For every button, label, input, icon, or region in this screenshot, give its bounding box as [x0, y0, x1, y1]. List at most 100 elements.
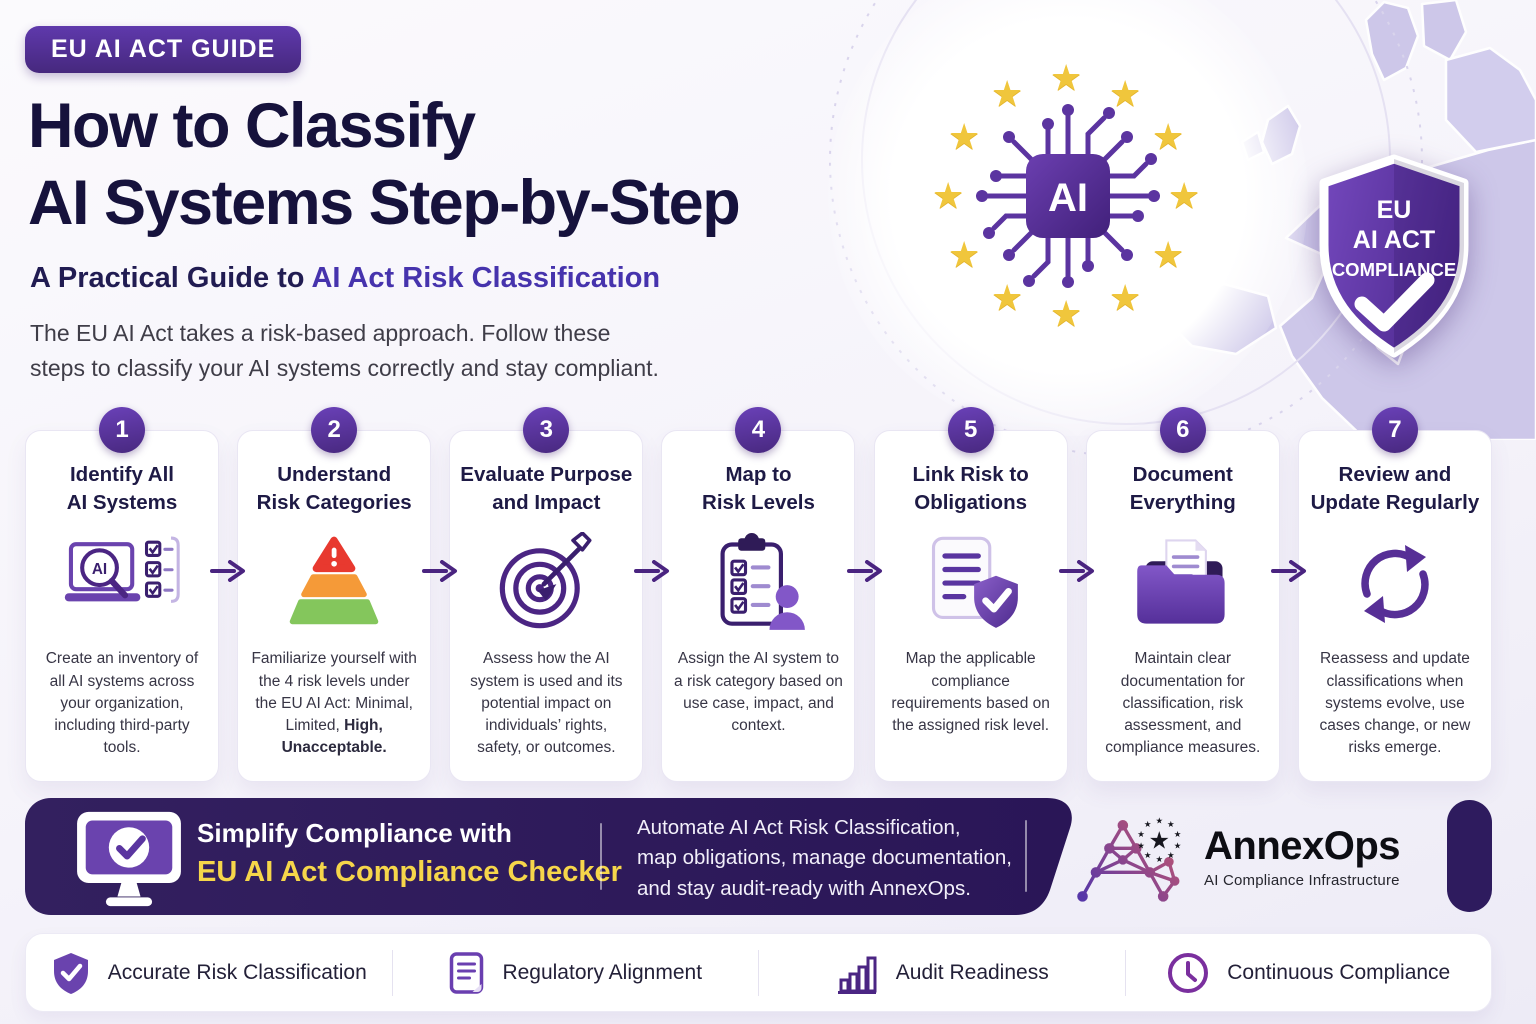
brand-tagline: AI Compliance Infrastructure: [1204, 872, 1400, 889]
clipboard-person-icon: [708, 516, 808, 648]
cta-pitch-line3: and stay audit-ready with AnnexOps.: [637, 876, 971, 900]
guide-badge-label: EU AI ACT GUIDE: [51, 35, 276, 63]
eu-star-icon: ★: [1152, 234, 1185, 275]
shield-line3: COMPLIANCE: [1332, 259, 1456, 280]
shield-line1: EU: [1377, 196, 1412, 224]
features-bar: Accurate Risk Classification Regulatory …: [25, 933, 1492, 1012]
cta-end-pill: [1447, 800, 1492, 912]
eu-star-icon: ★: [1168, 175, 1201, 216]
svg-text:★: ★: [1155, 815, 1163, 825]
cta-pitch-line2: map obligations, manage documentation,: [637, 846, 1012, 870]
feature-label: Continuous Compliance: [1227, 960, 1451, 984]
intro-line1: The EU AI Act takes a risk-based approac…: [30, 320, 611, 346]
title-line2: AI Systems Step-by-Step: [28, 167, 741, 238]
svg-text:★: ★: [1167, 849, 1175, 859]
step-description-text: Create an inventory of all AI systems ac…: [45, 650, 199, 756]
eu-star-icon: ★: [948, 234, 981, 275]
step-number-badge: 5: [947, 407, 994, 453]
feature-divider: [391, 949, 393, 996]
eu-star-icon: ★: [1109, 73, 1142, 114]
eu-star-icon: ★: [1152, 116, 1185, 157]
step-arrow-icon: [422, 560, 457, 582]
step-title-line1: Document: [1132, 463, 1233, 486]
eu-star-icon: ★: [991, 73, 1024, 114]
monitor-check-icon: [77, 811, 181, 907]
brand-name: AnnexOps: [1204, 824, 1401, 868]
brand-text: AnnexOps AI Compliance Infrastructure: [1204, 824, 1401, 889]
step-title-line1: Understand: [277, 463, 392, 486]
cta-divider: [600, 823, 602, 890]
step-description-text: Map the applicable compliance requiremen…: [891, 650, 1050, 734]
laptop-ai-checklist-icon: AI: [64, 516, 180, 648]
subtitle-prefix: A Practical Guide to: [30, 262, 312, 294]
compliance-shield-badge: EU AI ACT COMPLIANCE: [1319, 154, 1469, 358]
step-description: Reassess and update classifications when…: [1299, 648, 1491, 777]
eu-stars-ai-chip-icon: AI: [976, 104, 1160, 288]
chip-label: AI: [1048, 176, 1088, 220]
step-number-badge: 3: [523, 407, 570, 453]
step-number: 6: [1176, 416, 1190, 443]
step-description-bold: High, Unacceptable.: [281, 716, 387, 756]
cta-divider: [1025, 820, 1027, 892]
step-description: Maintain clear documentation for classif…: [1087, 648, 1279, 777]
svg-text:★: ★: [1144, 819, 1152, 829]
cta-banner: Simplify Compliance with EU AI Act Compl…: [25, 798, 1492, 915]
feature-accurate-risk-classification: Accurate Risk Classification: [26, 951, 392, 995]
cta-heading-line: Simplify Compliance with: [197, 818, 512, 848]
svg-text:★: ★: [1137, 828, 1145, 838]
step-arrow-icon: [847, 560, 882, 582]
clock-icon: [1168, 952, 1209, 993]
step-description-text: Assess how the AI system is used and its…: [470, 650, 623, 756]
brand-logo-block: ★★ ★★ ★★ ★★ ★★ ★ AnnexOps AI Compliance …: [1071, 798, 1401, 915]
svg-text:★: ★: [1149, 827, 1171, 854]
step-number: 5: [963, 416, 978, 443]
step-title-line1: Evaluate Purpose: [460, 463, 633, 486]
title-line1: How to Classify: [28, 91, 476, 161]
step-number-badge: 1: [99, 407, 145, 453]
step-description-text: Maintain clear documentation for classif…: [1105, 650, 1261, 756]
svg-text:★: ★: [1155, 853, 1163, 863]
svg-text:★: ★: [1137, 840, 1145, 850]
subtitle: A Practical Guide to AI Act Risk Classif…: [30, 262, 660, 295]
risk-pyramid-icon: [284, 516, 384, 648]
step-number: 7: [1388, 416, 1402, 443]
step-description-text: Reassess and update classifications when…: [1319, 650, 1471, 756]
svg-text:★: ★: [1167, 819, 1175, 829]
feature-label: Accurate Risk Classification: [107, 960, 367, 984]
step-description: Assign the AI system to a risk category …: [662, 648, 854, 755]
step-description-text: Familiarize yourself with the 4 risk lev…: [251, 650, 417, 734]
network-a-star-ring-logo: ★★ ★★ ★★ ★★ ★★ ★: [1077, 815, 1182, 902]
step-number-badge: 4: [735, 407, 782, 453]
step-description: Map the applicable compliance requiremen…: [875, 648, 1067, 755]
svg-text:★: ★: [1144, 849, 1152, 859]
feature-continuous-compliance: Continuous Compliance: [1126, 951, 1492, 995]
feature-label: Audit Readiness: [895, 960, 1049, 984]
step-number: 4: [751, 416, 766, 443]
step-title-line2: AI Systems: [66, 490, 178, 514]
step-arrow-icon: [634, 560, 669, 582]
step-number: 1: [115, 416, 129, 443]
step-description: Create an inventory of all AI systems ac…: [26, 648, 218, 777]
intro-line2: steps to classify your AI systems correc…: [30, 354, 659, 381]
eu-star-icon: ★: [1050, 293, 1083, 334]
step-arrow-icon: [1271, 560, 1306, 582]
feature-audit-readiness: Audit Readiness: [759, 951, 1125, 995]
step-title-line2: Everything: [1129, 490, 1236, 514]
cta-product-name: EU AI Act Compliance Checker: [197, 856, 622, 888]
step-title-line2: Risk Levels: [702, 490, 815, 514]
document-icon: [450, 951, 484, 994]
folder-document-icon: [1131, 516, 1235, 648]
cta-banner-background: [25, 798, 1072, 915]
refresh-arrows-icon: [1345, 516, 1445, 648]
cta-pitch-line1: Automate AI Act Risk Classification,: [637, 816, 961, 839]
